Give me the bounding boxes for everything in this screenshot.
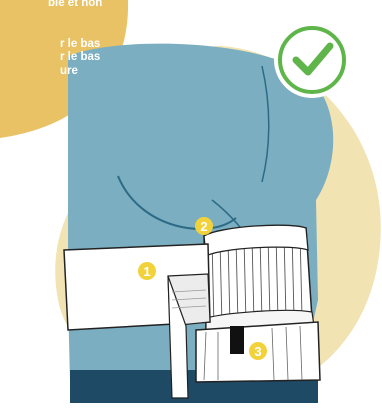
marker-2: 2 bbox=[195, 217, 213, 235]
label-tag bbox=[230, 326, 244, 354]
marker-1-label: 1 bbox=[143, 264, 150, 279]
marker-3-label: 3 bbox=[254, 344, 261, 359]
marker-2-label: 2 bbox=[200, 219, 207, 234]
marker-1: 1 bbox=[138, 262, 156, 280]
marker-3: 3 bbox=[249, 342, 267, 360]
caption-line-3: r le bas bbox=[60, 51, 100, 64]
caption-line-4: ure bbox=[60, 65, 78, 78]
check-icon bbox=[274, 22, 350, 98]
ruched-fabric bbox=[204, 225, 314, 334]
caption-line-1: ble et non bbox=[48, 0, 102, 10]
caption-line-2: r le bas bbox=[60, 38, 100, 51]
